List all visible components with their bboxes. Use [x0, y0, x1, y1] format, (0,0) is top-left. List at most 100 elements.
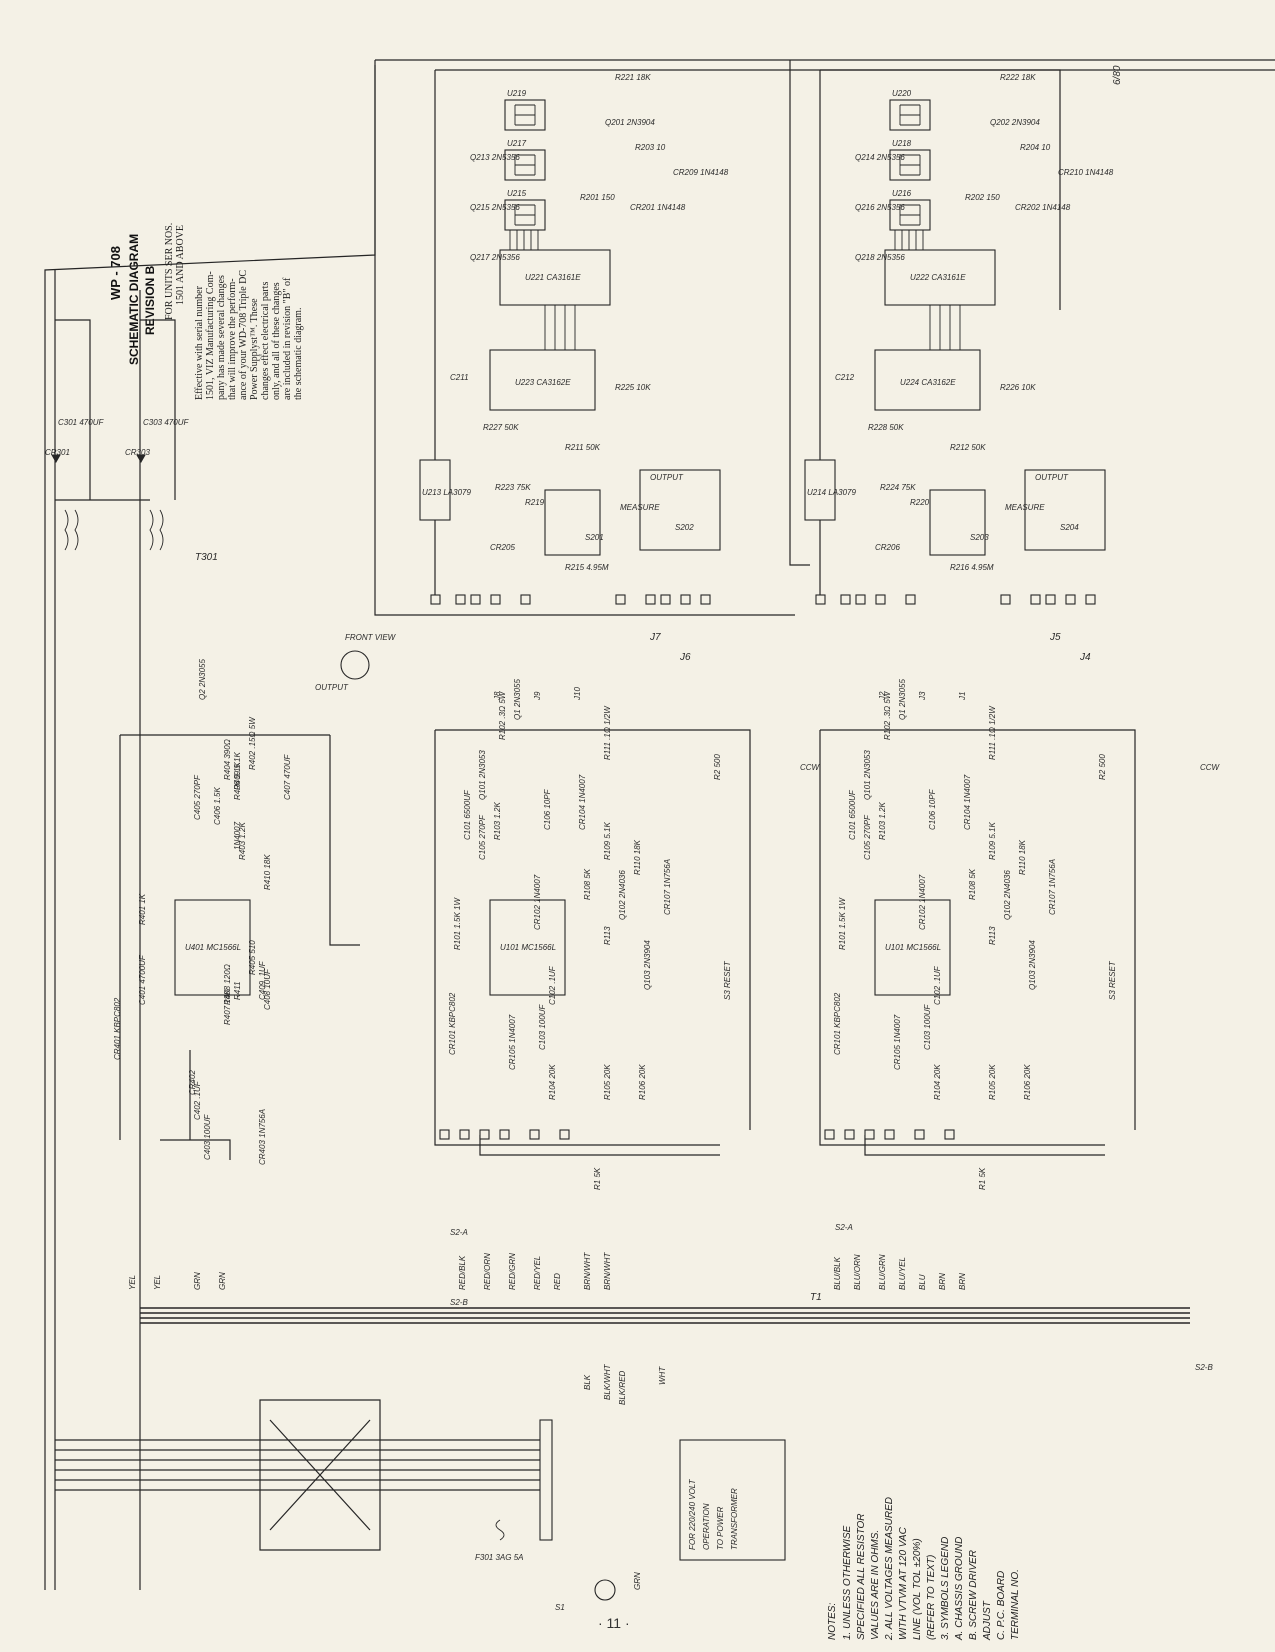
switch-s203[interactable]: S203 — [929, 489, 989, 556]
display-outer-rail — [789, 60, 810, 566]
pc-board-terminal — [430, 594, 441, 605]
regulator-part-label: Q101 2N3053 — [478, 750, 487, 800]
notes-line: WITH VTVM AT 120 VAC — [898, 1526, 909, 1640]
supply-5v-bottom — [160, 1050, 231, 1160]
header-body-line: Power Supplyst™. These — [249, 298, 260, 400]
switch-s201[interactable]: S201 — [544, 489, 604, 556]
supply-5v-part-label: CR402 — [188, 1070, 197, 1095]
svg-text:OUTPUT: OUTPUT — [650, 473, 684, 482]
regulator-part-label: C102 .1UF — [933, 965, 942, 1005]
q217-label: Q217 2N5356 — [470, 253, 520, 262]
t301-coil-a — [64, 509, 79, 551]
mains-crossover — [269, 1419, 371, 1531]
regulator-part-label: CR107 1N756A — [1048, 859, 1057, 915]
regulator-part-label: C106 10PF — [928, 788, 937, 830]
cr210-label: CR210 1N4148 — [1058, 168, 1114, 177]
cr202-label: CR202 1N4148 — [1015, 203, 1071, 212]
regulator-part-label: CR101 KBPC802 — [448, 992, 457, 1055]
q214-label: Q214 2N5356 — [855, 153, 905, 162]
regulator-part-label: C105 270PF — [863, 814, 872, 860]
supply-5v-part-label: R410 18K — [263, 854, 272, 890]
regulator-bottom — [479, 1135, 720, 1156]
r226-label: R226 10K — [1000, 383, 1036, 392]
c303-label: C303 470UF — [143, 418, 189, 427]
wire-b-label: BLU/GRN — [878, 1254, 887, 1290]
voltage-note-box — [679, 1439, 786, 1561]
notes-line: TERMINAL NO. — [1010, 1569, 1021, 1640]
header-serial-2: 1501 AND ABOVE — [175, 225, 186, 305]
ic-u101-b — [874, 899, 951, 996]
u401-label: U401 MC1566L — [185, 943, 241, 952]
notes-line: A. CHASSIS GROUND — [954, 1537, 965, 1641]
switch-s204[interactable]: S204 MEASURE OUTPUT — [1005, 469, 1106, 551]
supply-5v-part-label: R406 5.1K — [233, 762, 242, 800]
regulator-part-label: R101 1.5K 1W — [838, 897, 847, 950]
supply-5v-part-label: R403 1.2K — [238, 822, 247, 860]
regulator-part-label: Q103 2N3904 — [1028, 940, 1037, 990]
t301-label: T301 — [195, 552, 218, 563]
cr206-label: CR206 — [875, 543, 900, 552]
regulator-jack-label: J10 — [573, 687, 582, 701]
regulator-part-label: C103 100UF — [923, 1004, 932, 1050]
ic-u214: U214 LA3079 — [804, 459, 856, 521]
switch-s202[interactable]: S202 MEASURE OUTPUT — [620, 469, 721, 551]
r204-label: R204 10 — [1020, 143, 1051, 152]
svg-text:MEASURE: MEASURE — [1005, 503, 1045, 512]
plug-icon — [594, 1579, 616, 1601]
header-body-line: Effective with serial number — [194, 285, 205, 400]
regulator-part-label: S3 RESET — [723, 960, 732, 1000]
fuse-f301: F301 3AG 5A — [475, 1519, 523, 1562]
regulator-part-label: R102 .3Ω 5W — [883, 690, 892, 740]
svg-text:U213 LA3079: U213 LA3079 — [422, 488, 471, 497]
c301-label: C301 470UF — [58, 418, 104, 427]
rectifier-diode-icons — [51, 454, 146, 464]
svg-text:U222 CA3161E: U222 CA3161E — [910, 273, 966, 282]
aux-wires — [55, 319, 176, 501]
ic-u224: U224 CA3162E — [874, 349, 981, 411]
svg-text:S203: S203 — [970, 533, 989, 542]
ic-u222: U222 CA3161E — [884, 249, 996, 306]
pc-board-terminal — [459, 1129, 470, 1140]
header-subtitle-2: REVISION B — [143, 265, 157, 335]
pc-board-terminal — [875, 594, 886, 605]
svg-text:F301 3AG 5A: F301 3AG 5A — [475, 1553, 523, 1562]
display-section-left: U219 U217 U215 U221 CA3161E U223 CA3162E — [374, 59, 1275, 663]
digit-u216: U216 — [889, 189, 931, 231]
regulator-part-label: Q1 2N3055 — [513, 679, 522, 720]
regulator-part-label: R110 18K — [1018, 839, 1027, 875]
notes-line: (REFER TO TEXT) — [926, 1555, 937, 1640]
r225-label: R225 10K — [615, 383, 651, 392]
header-title: WP - 708 — [108, 246, 123, 300]
output-label: OUTPUT — [315, 683, 349, 692]
regulator-part-label: R108 5K — [583, 868, 592, 900]
pc-board-terminal — [905, 594, 916, 605]
supply-5v-part-label: Q2 2N3055 — [198, 659, 207, 700]
display-inner-wire — [820, 69, 1275, 71]
r203-label: R203 10 — [635, 143, 666, 152]
front-view-label: FRONT VIEW — [345, 633, 397, 642]
regulator-part-label: R1 5K — [593, 1167, 602, 1190]
regulator-part-label: R104 20K — [548, 1064, 557, 1100]
supply-5v-frame — [119, 734, 360, 1140]
pc-board-terminal — [499, 1129, 510, 1140]
pc-board-terminal — [479, 1129, 490, 1140]
notes-line: SPECIFIED ALL RESISTOR — [856, 1513, 867, 1640]
mains-note-line: OPERATION — [702, 1503, 711, 1550]
wire-5v-label: GRN — [193, 1272, 202, 1290]
regulator-part-label: R106 20K — [1023, 1064, 1032, 1100]
pc-board-terminal — [559, 1129, 570, 1140]
ic-u401 — [174, 899, 251, 996]
svg-text:U224 CA3162E: U224 CA3162E — [900, 378, 956, 387]
pc-board-terminal — [660, 594, 671, 605]
q218-label: Q218 2N5356 — [855, 253, 905, 262]
wire-a-label: RED/ORN — [483, 1253, 492, 1290]
regulator-part-label: R103 1.2K — [493, 802, 502, 840]
regulator-part-label: S3 RESET — [1108, 960, 1117, 1000]
